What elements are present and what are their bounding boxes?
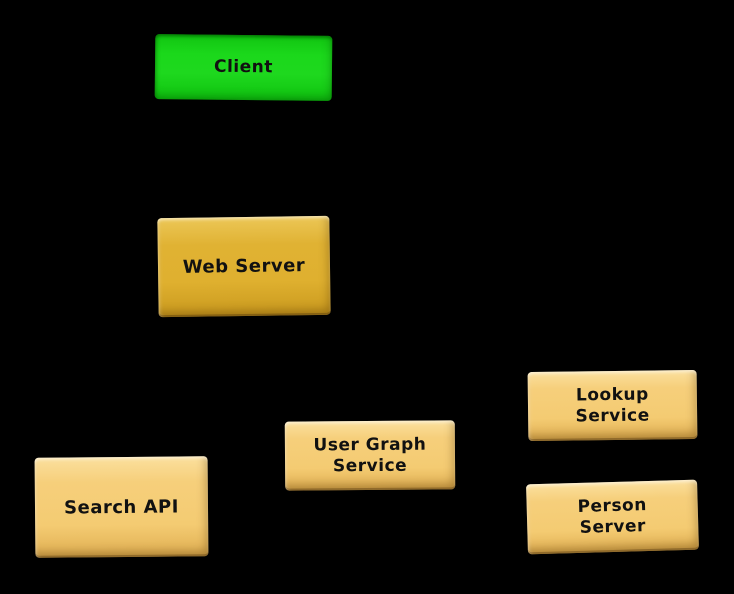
node-person-server-label-line1: Person (577, 495, 648, 517)
node-search-api: Search API (34, 456, 209, 558)
node-lookup-service-label-line2: Service (575, 405, 650, 426)
node-web-server-label: Web Server (182, 255, 306, 278)
node-user-graph-service: User Graph Service (284, 420, 456, 491)
node-lookup-service-label-line1: Lookup (575, 384, 649, 405)
node-person-server: Person Server (526, 479, 699, 555)
node-client: Client (154, 34, 333, 101)
node-search-api-label: Search API (64, 495, 179, 519)
node-web-server: Web Server (157, 215, 331, 318)
node-lookup-service: Lookup Service (527, 369, 698, 442)
node-user-graph-service-label-line1: User Graph (313, 434, 427, 455)
node-user-graph-service-label-line2: Service (332, 455, 408, 476)
node-person-server-label-line2: Server (579, 516, 647, 538)
node-client-label: Client (213, 56, 274, 78)
